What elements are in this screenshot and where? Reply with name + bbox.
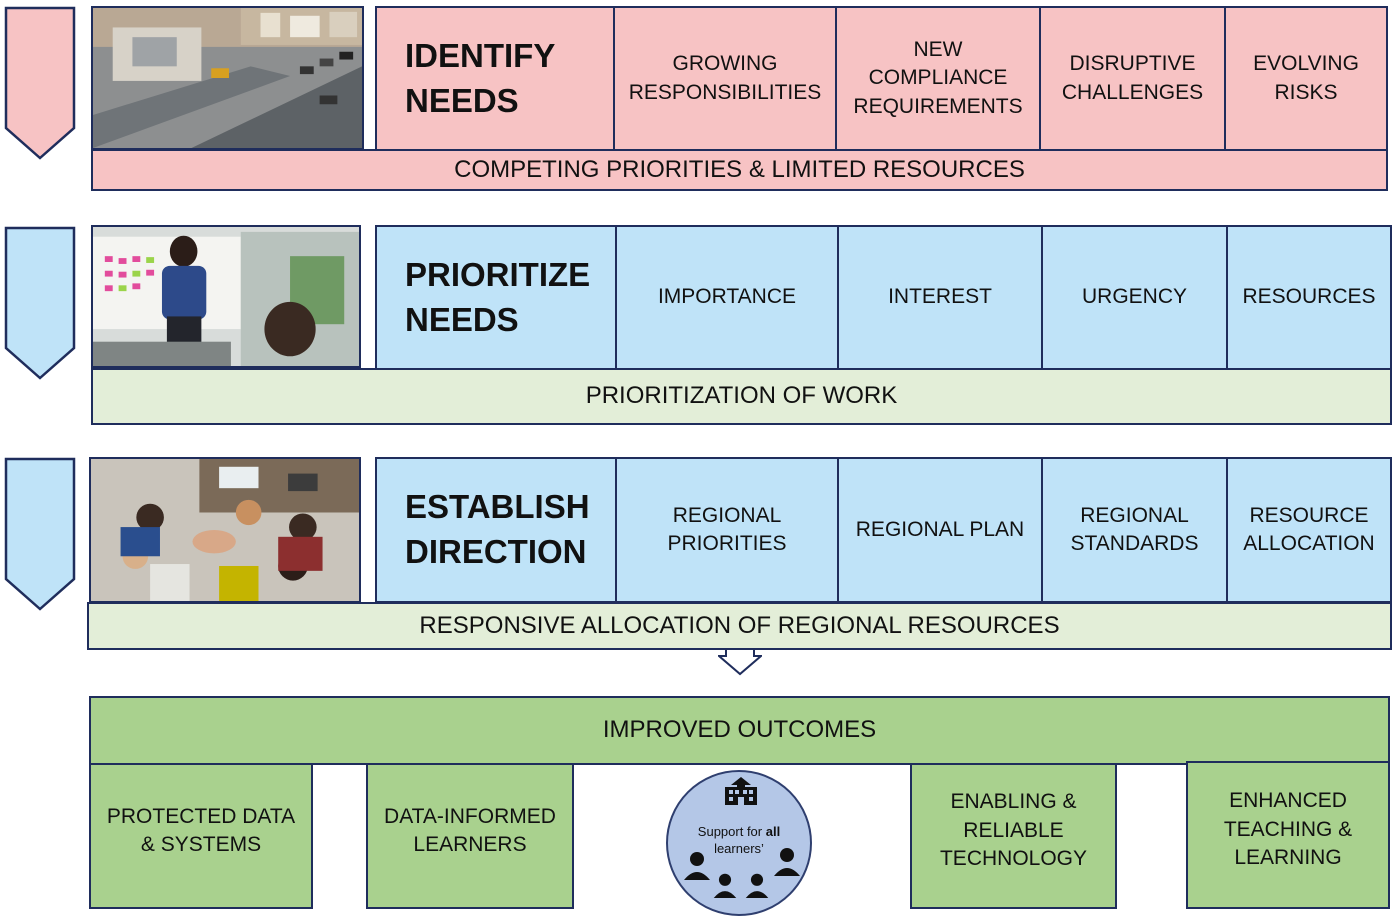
outcome-item-3: ENABLING & RELIABLE TECHNOLOGY: [910, 763, 1117, 909]
school-icon: [725, 777, 757, 805]
support-text-bold: all: [765, 824, 781, 839]
student-icon: [774, 848, 800, 876]
student-icon: [745, 873, 769, 898]
whiteboard-meeting-photo-icon: [93, 227, 359, 366]
stage-3-item-4: RESOURCE ALLOCATION: [1226, 457, 1392, 603]
stage-1-title: IDENTIFY NEEDS: [375, 6, 615, 151]
stage-1-bar: COMPETING PRIORITIES & LIMITED RESOURCES: [91, 149, 1388, 191]
stage-2-bar: PRIORITIZATION OF WORK: [91, 368, 1392, 425]
stage-3-item-3: REGIONAL STANDARDS: [1041, 457, 1228, 603]
support-text-after: learners’: [714, 840, 764, 856]
outcome-item-4: ENHANCED TEACHING & LEARNING: [1186, 761, 1390, 909]
stage-1-photo: [91, 6, 364, 150]
stage-2-photo: [91, 225, 361, 368]
stage-2-item-4: RESOURCES: [1226, 225, 1392, 370]
stage-1-item-4: EVOLVING RISKS: [1224, 6, 1388, 151]
stage-1-item-1: GROWING RESPONSIBILITIES: [613, 6, 837, 151]
stage-2-item-3: URGENCY: [1041, 225, 1228, 370]
stage-3-bar: RESPONSIVE ALLOCATION OF REGIONAL RESOUR…: [87, 602, 1392, 650]
outcome-item-1: PROTECTED DATA & SYSTEMS: [89, 763, 313, 909]
support-text-before: Support for: [697, 824, 766, 839]
down-arrow-icon: [718, 648, 762, 676]
student-icon: [713, 873, 737, 898]
stage-3-chevron-icon: [4, 457, 76, 611]
stage-2-item-1: IMPORTANCE: [615, 225, 839, 370]
stage-3-title: ESTABLISH DIRECTION: [375, 457, 617, 603]
stage-3-item-1: REGIONAL PRIORITIES: [615, 457, 839, 603]
stage-2-chevron-icon: [4, 226, 76, 380]
stage-3-item-2: REGIONAL PLAN: [837, 457, 1043, 603]
town-aerial-photo-icon: [93, 8, 362, 148]
support-circle: Support for all learners’: [666, 770, 812, 916]
stage-2-title: PRIORITIZE NEEDS: [375, 225, 617, 370]
stage-1-item-3: DISRUPTIVE CHALLENGES: [1039, 6, 1226, 151]
student-icon: [684, 852, 710, 880]
outcome-item-2: DATA-INFORMED LEARNERS: [366, 763, 574, 909]
stage-3-photo: [89, 457, 361, 603]
outcomes-header: IMPROVED OUTCOMES: [89, 696, 1390, 765]
stage-2-item-2: INTEREST: [837, 225, 1043, 370]
stage-1-item-2: NEW COMPLIANCE REQUIREMENTS: [835, 6, 1041, 151]
stage-1-chevron-icon: [4, 6, 76, 160]
team-hands-photo-icon: [91, 459, 359, 601]
support-text: Support for all learners’: [668, 824, 810, 858]
